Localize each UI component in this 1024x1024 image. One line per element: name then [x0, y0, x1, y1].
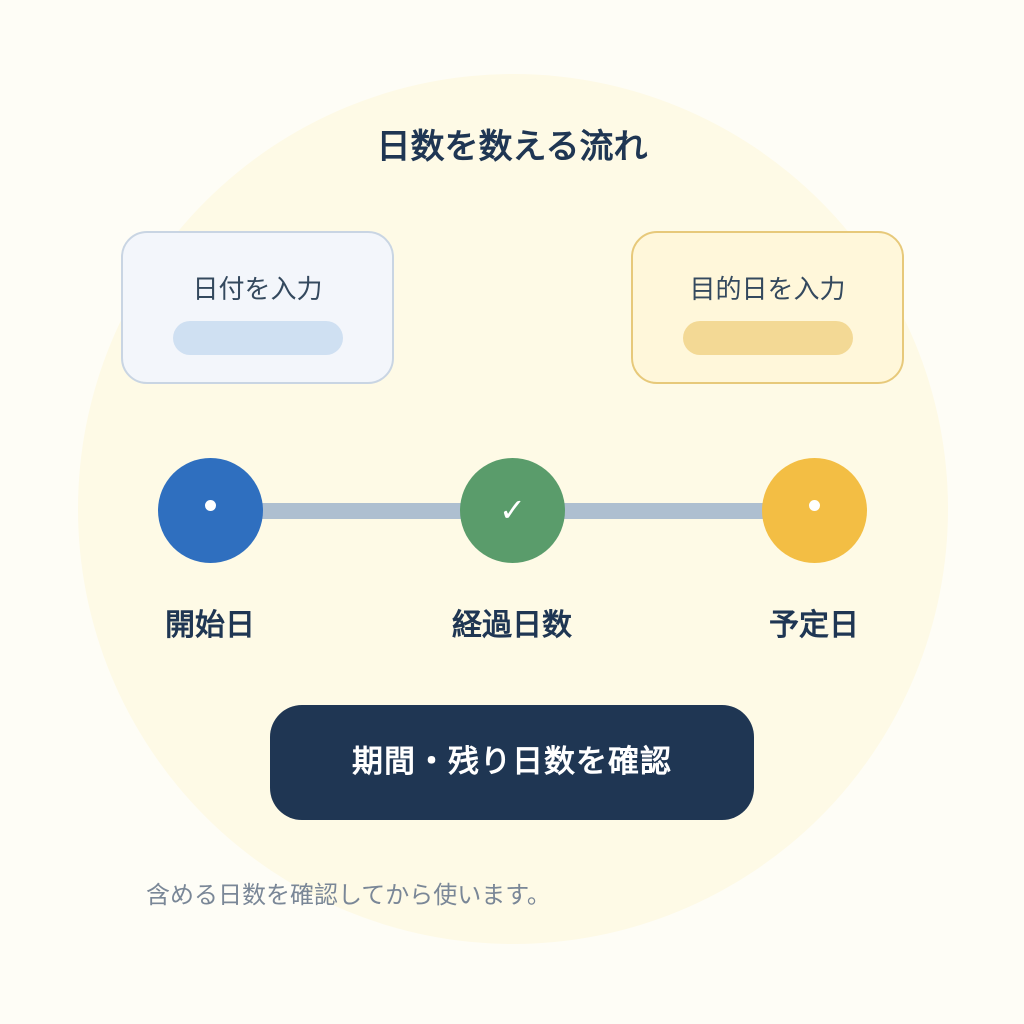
target-date-input-field[interactable] [683, 321, 853, 355]
check-period-button[interactable]: 期間・残り日数を確認 [270, 705, 754, 820]
connector-line-left [262, 503, 462, 519]
elapsed-days-node: ✓ [460, 458, 565, 563]
date-input-field[interactable] [173, 321, 343, 355]
footnote: 含める日数を確認してから使います。 [146, 881, 551, 909]
connector-line-right [564, 503, 764, 519]
target-date-input-label: 目的日を入力 [689, 275, 846, 305]
page-title: 日数を数える流れ [376, 127, 648, 167]
start-date-label: 開始日 [165, 608, 255, 643]
elapsed-days-label: 経過日数 [452, 608, 572, 643]
scheduled-date-label: 予定日 [769, 608, 859, 643]
start-date-node [158, 458, 263, 563]
date-input-card[interactable]: 日付を入力 [121, 231, 394, 384]
target-date-input-card[interactable]: 目的日を入力 [631, 231, 904, 384]
dot-icon [205, 500, 216, 511]
check-icon: ✓ [499, 491, 526, 529]
dot-icon [809, 500, 820, 511]
scheduled-date-node [762, 458, 867, 563]
date-input-label: 日付を入力 [192, 275, 323, 305]
